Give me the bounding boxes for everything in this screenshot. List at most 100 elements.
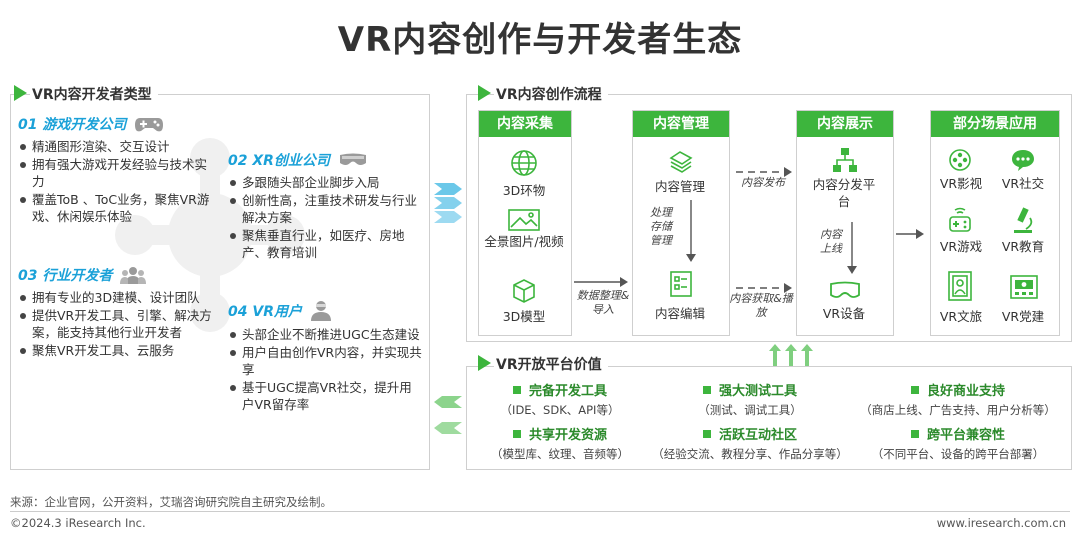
category-title: 02 XR创业公司 — [228, 153, 330, 169]
bullet-square-icon — [512, 430, 521, 438]
vr-headset-icon — [339, 153, 366, 165]
category-industry-developers: 03 行业开发者 拥有专业的3D建模、设计团队 提供VR开发工具、引擎、解决方案… — [18, 265, 218, 359]
category-game-companies: 01 游戏开发公司 精通图形渲染、交互设计 拥有强大游戏开发经验与技术实力 覆盖… — [18, 114, 218, 226]
platform-item-desc: （IDE、SDK、API等） — [500, 403, 620, 417]
category-title: 04 VR用户 — [228, 304, 302, 320]
platform-item: 跨平台兼容性 （不同平台、设备的跨平台部署） — [856, 424, 1060, 462]
management-item-edit: 内容编辑 — [654, 306, 705, 321]
platform-item-title: 完备开发工具 — [528, 384, 607, 399]
column-header: 内容展示 — [797, 111, 893, 137]
app-vr-party: VR党建 — [1001, 309, 1045, 324]
platform-item-desc: （不同平台、设备的跨平台部署） — [871, 447, 1045, 461]
list-item: 精通图形渲染、交互设计 — [18, 138, 218, 156]
app-vr-film: VR影视 — [939, 176, 983, 191]
list-item: 聚焦VR开发工具、云服务 — [18, 342, 218, 360]
platform-item-title: 活跃互动社区 — [718, 428, 797, 443]
bullet-square-icon — [910, 430, 919, 438]
panel-marker-icon — [14, 85, 27, 101]
column-content-management: 内容管理 — [632, 110, 730, 336]
globe-icon — [511, 150, 537, 176]
footer-divider — [10, 511, 1070, 512]
dashed-arrow-icon — [736, 283, 792, 293]
developer-types-title: VR内容开发者类型 — [30, 84, 158, 104]
bullet-square-icon — [910, 386, 919, 394]
arrow-right-icon — [896, 229, 924, 239]
display-item-platform: 内容分发平台 — [812, 177, 876, 209]
page-title: VR内容创作与开发者生态 — [337, 20, 743, 60]
column-content-display: 内容展示 — [796, 110, 894, 336]
user-icon — [310, 301, 331, 321]
copyright: ©2024.3 iResearch Inc. — [10, 516, 146, 530]
game-controller-icon — [949, 207, 971, 232]
list-item: 提供VR开发工具、引擎、解决方案，能支持其他行业开发者 — [18, 307, 218, 342]
film-reel-icon — [949, 149, 971, 171]
column-applications: 部分场景应用 — [930, 110, 1060, 336]
column-content-collection: 内容采集 — [478, 110, 572, 336]
website-link[interactable]: www.iresearch.com.cn — [936, 516, 1066, 530]
platform-item: 完备开发工具 （IDE、SDK、API等） — [474, 380, 646, 418]
panel-marker-icon — [478, 355, 491, 371]
platform-item-desc: （测试、调试工具） — [698, 403, 802, 417]
painting-icon — [948, 271, 972, 301]
app-vr-education: VR教育 — [1001, 239, 1045, 254]
platform-item-title: 跨平台兼容性 — [926, 428, 1005, 443]
list-item: 用户自由创作VR内容，并实现共享 — [228, 344, 422, 379]
arrow-label-fetch: 内容获取&播放 — [729, 292, 793, 319]
app-vr-social: VR社交 — [1001, 176, 1045, 191]
network-icon — [833, 148, 857, 172]
column-header: 内容采集 — [479, 111, 571, 137]
arrow-label-publish: 内容发布 — [741, 176, 785, 189]
category-xr-startups: 02 XR创业公司 多跟随头部企业脚步入局 创新性高，注重技术研发与行业解决方案… — [228, 150, 422, 262]
list-item: 覆盖ToB 、ToC业务，聚焦VR游戏、休闲娱乐体验 — [18, 191, 218, 226]
group-icon — [120, 267, 147, 284]
gamepad-icon — [135, 118, 164, 132]
platform-item: 活跃互动社区 （经验交流、教程分享、作品分享等） — [648, 424, 852, 462]
category-title: 01 游戏开发公司 — [18, 117, 127, 133]
column-header: 内容管理 — [633, 111, 729, 137]
platform-item-desc: （商店上线、广告支持、用户分析等） — [860, 403, 1056, 417]
list-item: 头部企业不断推进UGC生态建设 — [228, 326, 422, 344]
platform-item-title: 良好商业支持 — [926, 384, 1005, 399]
creation-flow-title: VR内容创作流程 — [494, 84, 608, 104]
column-header: 部分场景应用 — [931, 111, 1059, 137]
list-item: 拥有强大游戏开发经验与技术实力 — [18, 156, 218, 191]
source-note: 来源：企业官网，公开资料，艾瑞咨询研究院自主研究及绘制。 — [10, 495, 332, 509]
backward-arrows-icon — [434, 396, 462, 434]
list-item: 多跟随头部企业脚步入局 — [228, 174, 422, 192]
cube-icon — [513, 279, 535, 303]
platform-item: 共享开发资源 （模型库、纹理、音频等） — [468, 424, 652, 462]
arrow-down-icon — [686, 200, 696, 262]
list-item: 聚焦垂直行业，如医疗、房地产、教育培训 — [228, 227, 422, 262]
app-vr-gaming: VR游戏 — [939, 239, 983, 254]
platform-item: 强大测试工具 （测试、调试工具） — [660, 380, 840, 418]
app-vr-tourism: VR文旅 — [939, 309, 983, 324]
collection-item-3d-object: 3D环物 — [502, 183, 546, 198]
documents-icon — [669, 151, 693, 173]
platform-item-title: 共享开发资源 — [528, 428, 607, 443]
collection-item-panorama: 全景图片/视频 — [484, 234, 564, 249]
vr-device-icon — [830, 281, 860, 298]
arrow-down-icon — [847, 222, 857, 274]
category-title: 03 行业开发者 — [18, 268, 113, 284]
microscope-icon — [1014, 207, 1033, 233]
management-item-manage: 内容管理 — [654, 179, 705, 194]
platform-value-title: VR开放平台价值 — [494, 354, 608, 374]
dashed-arrow-icon — [736, 167, 792, 177]
platform-item: 良好商业支持 （商店上线、广告支持、用户分析等） — [852, 380, 1064, 418]
list-item: 基于UGC提高VR社交，提升用户VR留存率 — [228, 379, 422, 414]
category-vr-users: 04 VR用户 头部企业不断推进UGC生态建设 用户自由创作VR内容，并实现共享… — [228, 300, 422, 414]
form-icon — [670, 271, 692, 297]
collection-item-3d-model: 3D模型 — [502, 309, 546, 324]
panel-marker-icon — [478, 85, 491, 101]
platform-item-desc: （经验交流、教程分享、作品分享等） — [652, 447, 848, 461]
display-item-device: VR设备 — [822, 306, 866, 321]
bullet-square-icon — [702, 430, 711, 438]
image-icon — [508, 209, 540, 231]
side-label-process: 处理存储管理 — [650, 206, 672, 247]
bullet-square-icon — [512, 386, 521, 394]
arrow-label-import: 数据整理&导入 — [576, 289, 630, 316]
side-label-online: 内容上线 — [820, 228, 842, 255]
platform-value-panel — [466, 366, 1072, 470]
list-item: 拥有专业的3D建模、设计团队 — [18, 289, 218, 307]
arrow-right-icon — [574, 277, 628, 287]
